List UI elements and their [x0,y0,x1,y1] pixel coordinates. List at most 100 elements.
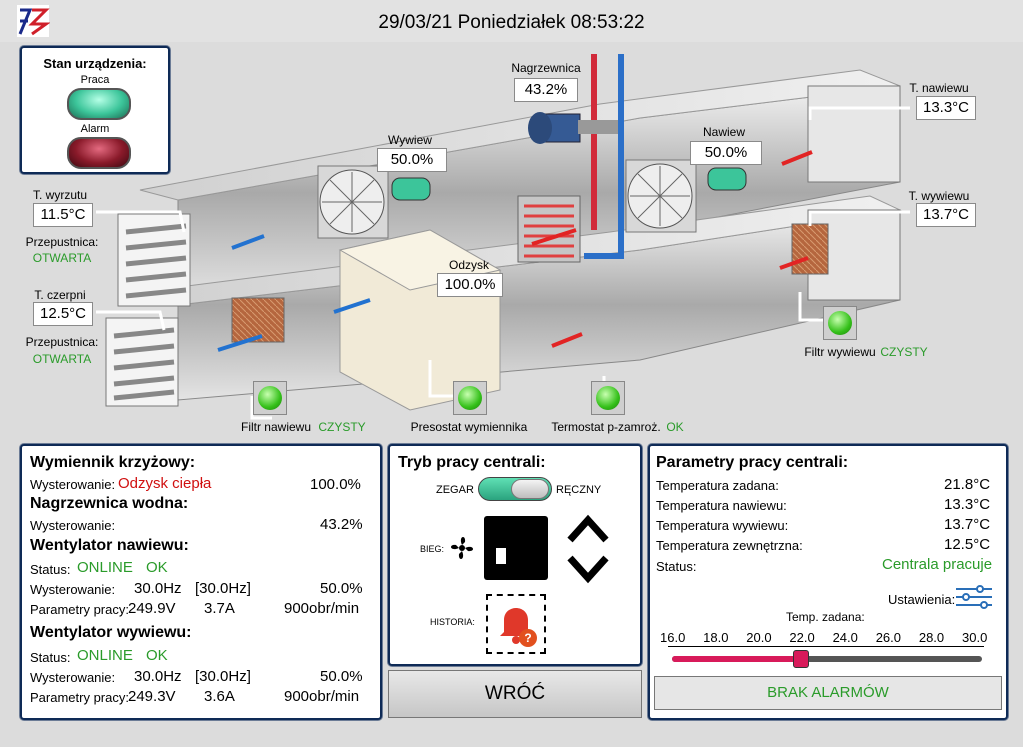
param-value-1: 13.3°C [944,496,991,513]
setpoint-tick-label: 22.0 [789,630,815,645]
airflow-arrow-return [551,332,583,348]
setpoint-tick-label: 26.0 [875,630,902,645]
damper2-label: Przepustnica: [25,335,99,349]
setpoint-slider-label: Temp. zadana: [786,610,865,624]
extract-control-label: Wysterowanie: [30,670,116,685]
setpoint-tick-label: 18.0 [703,630,729,645]
filter-supply-indicator [253,381,287,415]
fan-parameters-panel: Wymiennik krzyżowy: Wysterowanie: Odzysk… [20,444,382,720]
frost-thermostat-label: Termostat p-zamroż. [551,420,661,434]
heater-control-value: 43.2% [320,516,363,533]
clock-mode-label: ZEGAR [436,484,474,496]
supply-control-label: Wysterowanie: [30,582,116,597]
setpoint-slider-scale [668,642,984,647]
damper1-label: Przepustnica: [25,235,99,249]
param-label-0: Temperatura zadana: [656,478,779,493]
operating-mode-panel: Tryb pracy centrali: ZEGAR RĘCZNY BIEG: … [388,444,642,666]
setpoint-slider-knob[interactable] [793,650,810,668]
extract-voltage: 249.3V [128,688,176,705]
settings-sliders-icon[interactable] [954,584,994,610]
param-value-0: 21.8°C [944,476,991,493]
recovery-value: 100.0% [437,273,503,297]
intake-temp-value: 12.5°C [33,302,93,326]
supply-temp-label: T. nawiewu [909,81,969,95]
param-value-2: 13.7°C [944,516,991,533]
damper2-state: OTWARTA [32,352,92,366]
history-label: HISTORIA: [430,617,475,627]
setpoint-tick-label: 30.0 [962,630,988,645]
supply-rpm: 900obr/min [284,600,360,617]
supply-fan-motor [707,167,747,191]
heater-control-label: Wysterowanie: [30,518,116,533]
work-label: Praca [80,74,110,86]
heater-valve-icon [528,112,618,144]
setpoint-tick-label: 24.0 [832,630,858,645]
intake-temp-label: T. czerpni [34,288,86,302]
alarm-status-text: BRAK ALARMÓW [767,684,889,701]
device-status-title: Stan urządzenia: [43,56,147,71]
supply-pct: 50.0% [320,580,363,597]
extract-status-ok: OK [146,647,168,664]
discharge-louver [117,213,191,307]
supply-status-value: ONLINE [77,559,133,576]
alarm-label: Alarm [80,123,110,135]
exhaust-fan-icon [317,165,389,239]
fan-icon [450,536,474,560]
gear-up-icon[interactable] [566,514,610,544]
extract-hz: 30.0Hz [134,668,182,685]
supply-hz: 30.0Hz [134,580,182,597]
heater-title: Nagrzewnica wodna: [30,495,189,512]
mode-toggle-knob [511,479,549,499]
air-handling-unit-diagram [96,54,910,420]
settings-label: Ustawienia: [888,592,956,607]
frost-thermostat-indicator [591,381,625,415]
extract-fan-title: Wentylator wywiewu: [30,624,192,641]
unit-parameters-panel: Parametry pracy centrali: Temperatura za… [648,444,1008,720]
extract-rpm: 900obr/min [284,688,360,705]
extract-hz-set: [30.0Hz] [195,668,251,685]
unit-parameters-title: Parametry pracy centrali: [656,454,849,471]
svg-text:?: ? [524,631,531,645]
airflow-arrow-exchanger [333,298,371,314]
filter-supply-state: CZYSTY [318,420,366,434]
header-datetime: 29/03/21 Poniedziałek 08:53:22 [378,12,645,33]
setpoint-tick-label: 20.0 [746,630,772,645]
heater-value: 43.2% [514,78,578,102]
filter-extract-indicator [823,306,857,340]
exhaust-fan-motor [391,177,431,201]
extract-pct: 50.0% [320,668,363,685]
param-label-2: Temperatura wywiewu: [656,518,789,533]
supply-hz-set: [30.0Hz] [195,580,251,597]
supply-fan-value: 50.0% [690,141,762,165]
supply-fan-label: Nawiew [702,125,745,139]
extract-status-value: ONLINE [77,647,133,664]
history-button[interactable]: ? [486,594,546,654]
exchanger-control-label: Wysterowanie: [30,477,116,492]
damper1-state: OTWARTA [32,251,92,265]
gear-down-icon[interactable] [566,554,610,584]
presostat-indicator [453,381,487,415]
recovery-label: Odzysk [448,258,489,272]
setpoint-tick-label: 28.0 [918,630,945,645]
alarm-status-bar: BRAK ALARMÓW [654,676,1002,710]
mode-toggle-switch[interactable] [478,477,552,501]
supply-params-label: Parametry pracy: [30,602,129,617]
gear-display [484,516,548,580]
intake-louver [105,317,179,407]
alarm-bell-icon: ? [500,608,537,647]
supply-voltage: 249.9V [128,600,176,617]
extract-params-label: Parametry pracy: [30,690,129,705]
unit-status-value: Centrala pracuje [882,556,993,573]
alarm-indicator [67,137,131,169]
frost-thermostat-state: OK [666,420,684,434]
extract-current: 3.6A [204,688,235,705]
supply-status-label: Status: [30,562,71,577]
filter-extract-state: CZYSTY [880,345,928,359]
exchanger-title: Wymiennik krzyżowy: [30,454,196,471]
discharge-temp-label: T. wyrzutu [32,188,87,202]
back-button[interactable]: WRÓĆ [388,670,642,718]
device-status-panel: Stan urządzenia: Praca Alarm [20,46,170,174]
setpoint-slider[interactable] [672,650,982,668]
airflow-arrow-extract [779,256,809,270]
